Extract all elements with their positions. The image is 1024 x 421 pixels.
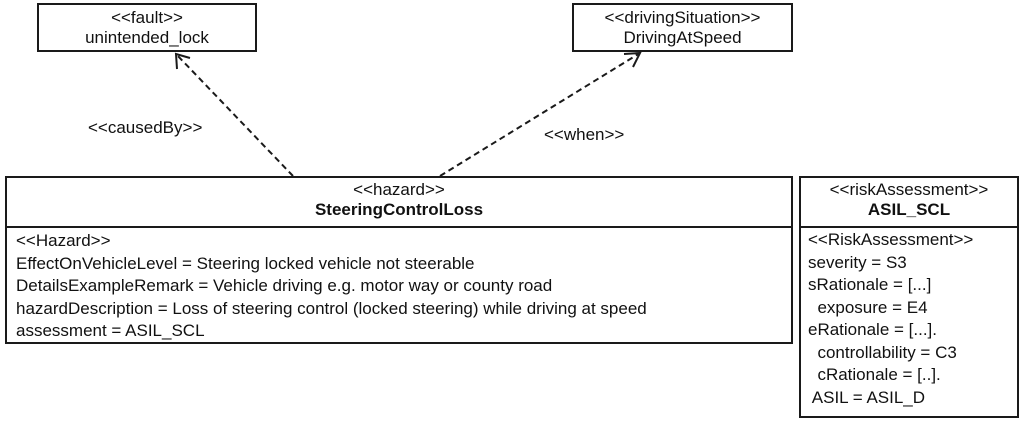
hazard-attribute: EffectOnVehicleLevel = Steering locked v… <box>16 253 475 273</box>
hazard-attribute: DetailsExampleRemark = Vehicle driving e… <box>16 276 553 295</box>
when-arrowhead <box>623 51 642 68</box>
risk-assessment-box[interactable]: <<riskAssessment>> ASIL_SCL <<RiskAssess… <box>799 176 1019 418</box>
hazard-attribute: hazardDescription = Loss of steering con… <box>16 298 647 318</box>
risk-assessment-attribute: <<RiskAssessment>> <box>808 230 974 249</box>
fault-box[interactable]: <<fault>> unintended_lock <box>37 3 257 52</box>
hazard-attributes: <<Hazard>> EffectOnVehicleLevel = Steeri… <box>7 226 791 343</box>
causedby-edge <box>175 53 294 177</box>
risk-assessment-attributes: <<RiskAssessment>> severity = S3 sRation… <box>801 226 1017 409</box>
causedby-arrowhead <box>174 52 191 70</box>
risk-assessment-attribute: severity = S3 <box>808 252 907 272</box>
risk-assessment-attribute: eRationale = [...]. <box>808 320 937 339</box>
fault-stereotype: <<fault>> <box>111 8 183 27</box>
hazard-name: SteeringControlLoss <box>314 200 484 219</box>
risk-assessment-attribute: cRationale = [..]. <box>808 365 941 384</box>
when-label: <<when>> <box>544 125 625 144</box>
risk-assessment-attribute: controllability = C3 <box>808 342 957 362</box>
risk-assessment-attribute: ASIL = ASIL_D <box>808 387 926 407</box>
when-edge <box>439 52 641 177</box>
risk-assessment-stereotype: <<riskAssessment>> <box>829 180 989 199</box>
driving-situation-stereotype: <<drivingSituation>> <box>604 8 761 27</box>
hazard-header: <<hazard>> SteeringControlLoss <box>7 178 791 226</box>
driving-situation-name: DrivingAtSpeed <box>623 28 742 47</box>
causedby-label: <<causedBy>> <box>88 118 203 137</box>
hazard-attribute: <<Hazard>> <box>16 231 111 250</box>
driving-situation-box[interactable]: <<drivingSituation>> DrivingAtSpeed <box>572 3 793 52</box>
risk-assessment-attribute: sRationale = [...] <box>808 275 932 294</box>
hazard-box[interactable]: <<hazard>> SteeringControlLoss <<Hazard>… <box>5 176 793 344</box>
risk-assessment-header: <<riskAssessment>> ASIL_SCL <box>801 178 1017 226</box>
hazard-stereotype: <<hazard>> <box>353 180 445 199</box>
risk-assessment-attribute: exposure = E4 <box>808 297 928 317</box>
hazard-attribute: assessment = ASIL_SCL <box>16 321 205 340</box>
fault-name: unintended_lock <box>85 28 209 47</box>
risk-assessment-name: ASIL_SCL <box>867 200 951 219</box>
